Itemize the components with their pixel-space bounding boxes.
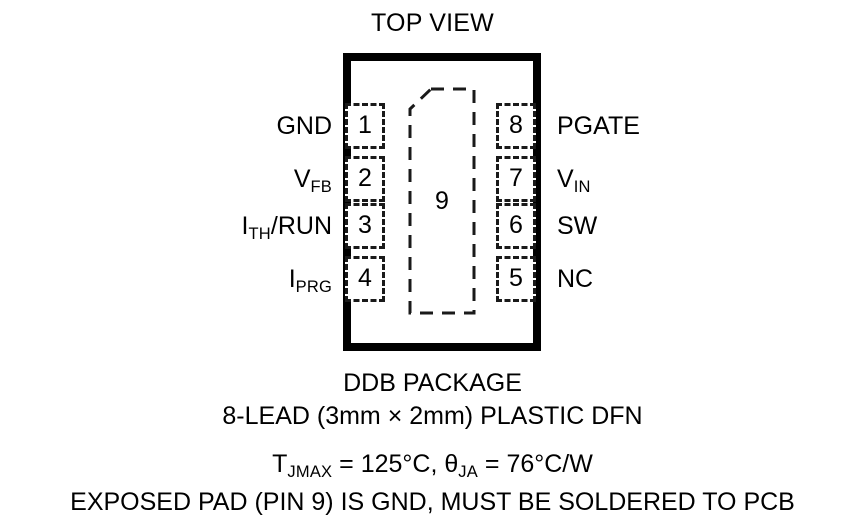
pin-number-1: 1 — [358, 110, 372, 139]
tjmax-symbol: T — [272, 450, 288, 478]
exposed-pad-number: 9 — [435, 186, 449, 215]
pin-label-ith-run-text: I — [241, 212, 249, 240]
pin-label-iprg-sub: PRG — [295, 277, 332, 296]
theta-symbol: θ — [444, 450, 459, 478]
pin-label-vfb: VFB — [293, 165, 332, 196]
pin-pad-2: 2 — [345, 156, 385, 202]
pin-label-iprg-text: I — [288, 265, 296, 293]
pin-label-pgate-text: PGATE — [557, 112, 640, 140]
pin-number-8: 8 — [509, 110, 523, 139]
pin-pad-1: 1 — [345, 103, 385, 149]
pin-label-vfb-sub: FB — [310, 177, 332, 196]
pin-label-vin: VIN — [557, 165, 591, 196]
pin-pad-8: 8 — [496, 103, 536, 149]
pin-label-gnd: GND — [276, 114, 332, 139]
pin-pad-5: 5 — [496, 256, 536, 302]
exposed-pad-note-caption: EXPOSED PAD (PIN 9) IS GND, MUST BE SOLD… — [70, 488, 795, 516]
pin-label-pgate: PGATE — [557, 114, 640, 139]
diagram-title: TOP VIEW — [371, 9, 494, 37]
package-name-caption: DDB PACKAGE — [343, 369, 522, 397]
lead-description-caption: 8-LEAD (3mm × 2mm) PLASTIC DFN — [222, 402, 643, 430]
pin-number-2: 2 — [358, 163, 372, 192]
pin-pad-3: 3 — [345, 203, 385, 249]
theta-subscript: JA — [458, 462, 478, 481]
exposed-pad-outline: 9 — [408, 87, 476, 315]
pin-number-3: 3 — [358, 210, 372, 239]
pin-number-5: 5 — [509, 263, 523, 292]
pin-label-gnd-text: GND — [276, 112, 332, 140]
pin-label-vin-text: V — [557, 165, 574, 193]
pin-number-4: 4 — [358, 263, 372, 292]
pin-label-sw-text: SW — [557, 212, 598, 240]
theta-value: = 76°C/W — [477, 450, 593, 478]
pin-label-iprg: IPRG — [288, 265, 332, 296]
tjmax-subscript: JMAX — [287, 462, 333, 481]
pin-label-nc: NC — [557, 267, 593, 292]
pin-label-ith-run-sub: TH — [248, 224, 271, 243]
pin-pad-6: 6 — [496, 203, 536, 249]
pin-pad-4: 4 — [345, 256, 385, 302]
pin-number-7: 7 — [509, 163, 523, 192]
pin-label-nc-text: NC — [557, 265, 594, 293]
thermal-spec-caption: TJMAX = 125°C, θJA = 76°C/W — [0, 450, 865, 481]
tjmax-value: = 125°C, — [332, 450, 445, 478]
pin-label-ith-run-suffix: /RUN — [270, 212, 332, 240]
pin-pad-7: 7 — [496, 156, 536, 202]
pin-label-ith-run: ITH/RUN — [241, 212, 332, 243]
pin-label-vin-sub: IN — [573, 177, 591, 196]
pin-number-6: 6 — [509, 210, 523, 239]
pin-label-vfb-text: V — [293, 165, 311, 193]
pin-label-sw: SW — [557, 214, 597, 239]
